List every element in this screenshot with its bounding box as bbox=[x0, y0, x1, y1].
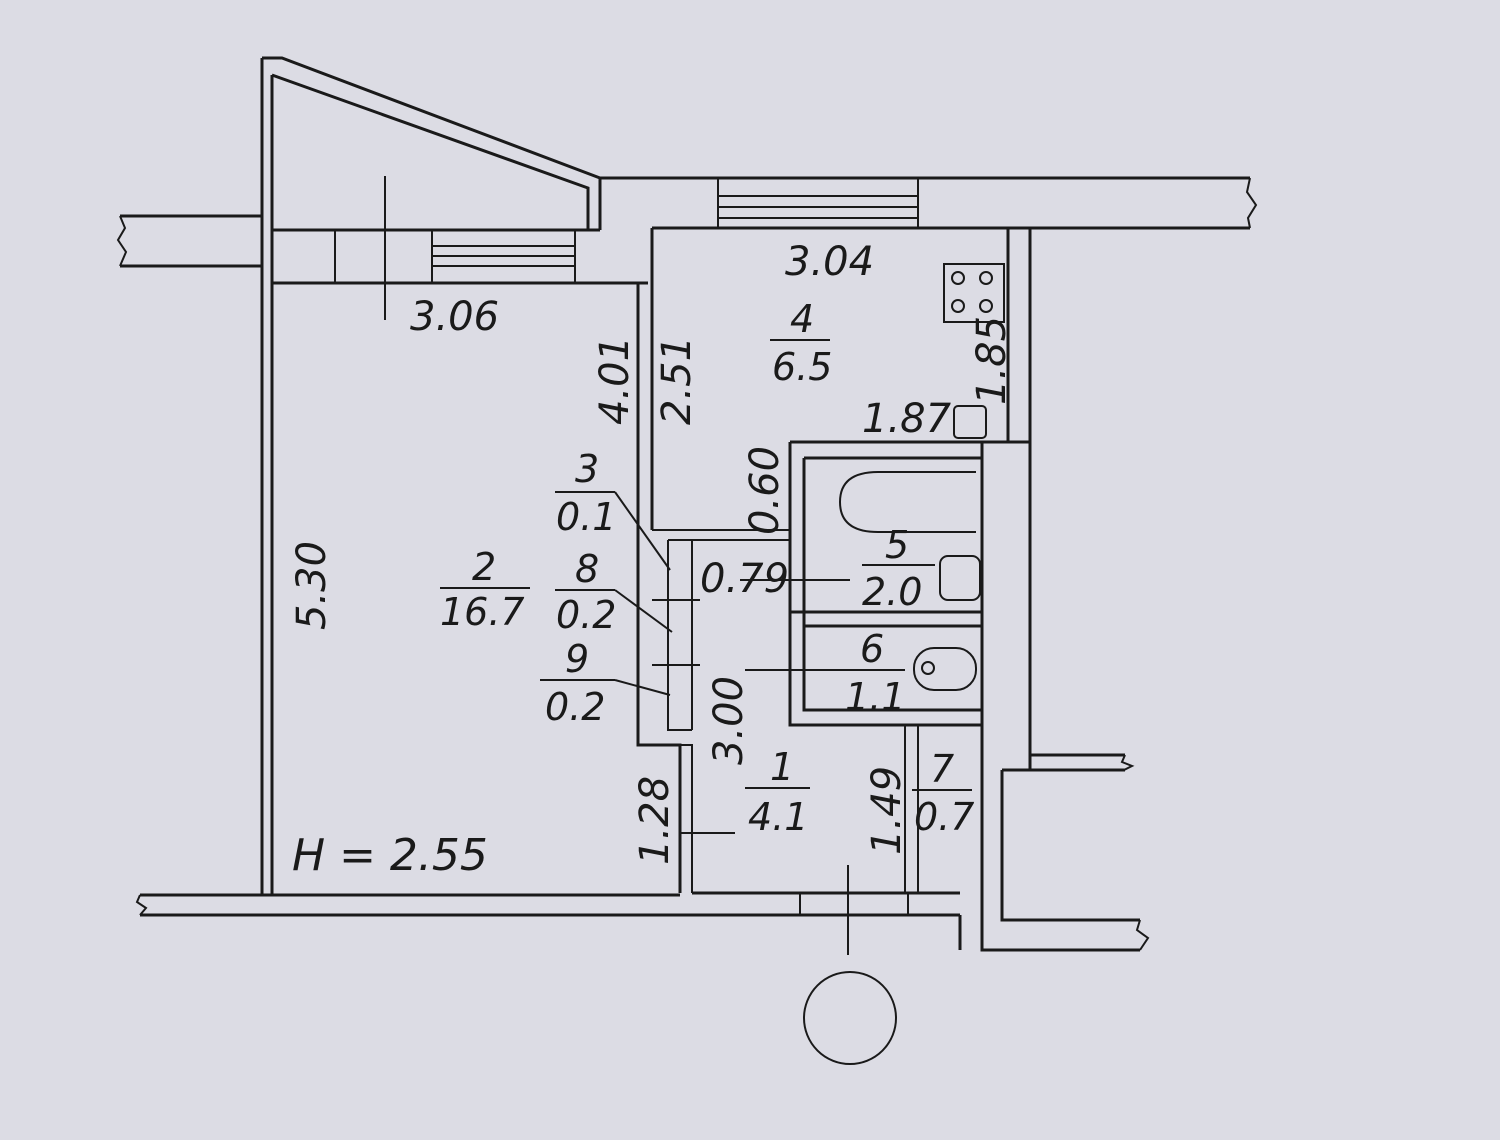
room-labels: 2 16.7 3 0.1 8 0.2 9 0.2 4 6.5 5 2.0 6 1… bbox=[440, 297, 974, 839]
room-8-number: 8 bbox=[575, 547, 599, 591]
dim-room4-length: 2.51 bbox=[654, 336, 700, 425]
dim-hall-length: 3.00 bbox=[706, 676, 752, 765]
room-9-area: 0.2 bbox=[545, 685, 605, 729]
room-3-area: 0.1 bbox=[556, 495, 616, 539]
room-5-number: 5 bbox=[885, 523, 909, 567]
room-6-area: 1.1 bbox=[845, 675, 905, 719]
stove-icon bbox=[943, 263, 1005, 323]
room-9-number: 9 bbox=[565, 637, 589, 681]
dim-corridor-b: 0.79 bbox=[700, 556, 789, 602]
room-7-number: 7 bbox=[930, 747, 954, 791]
dim-room2-length: 5.30 bbox=[289, 541, 335, 630]
bathtub-icon bbox=[838, 471, 976, 533]
room-7-area: 0.7 bbox=[914, 795, 974, 839]
dimension-labels: 3.06 3.04 1.87 5.30 4.01 2.51 1.85 0.60 … bbox=[289, 239, 1015, 881]
washbasin-icon bbox=[939, 555, 981, 601]
dim-kitchen-side: 1.85 bbox=[969, 316, 1015, 405]
room-1-number: 1 bbox=[770, 745, 794, 789]
room-5-area: 2.0 bbox=[862, 570, 922, 614]
room-2-area: 16.7 bbox=[440, 590, 525, 634]
dim-closet-len: 1.49 bbox=[864, 766, 910, 855]
fixtures bbox=[803, 263, 1005, 1065]
room-3-number: 3 bbox=[575, 447, 599, 491]
dim-room2-width: 3.06 bbox=[410, 294, 499, 340]
room-4-number: 4 bbox=[790, 297, 814, 341]
north-circle bbox=[803, 971, 897, 1065]
dim-kitchen-inner: 1.87 bbox=[862, 396, 952, 442]
room-8-area: 0.2 bbox=[556, 593, 616, 637]
ceiling-height: H = 2.55 bbox=[292, 830, 488, 881]
label-bars bbox=[440, 339, 972, 834]
room-1-area: 4.1 bbox=[748, 795, 808, 839]
sink-icon bbox=[953, 405, 987, 439]
toilet-icon bbox=[913, 647, 977, 691]
dim-corridor-a: 0.60 bbox=[742, 446, 788, 535]
room-6-number: 6 bbox=[860, 627, 884, 671]
walls bbox=[116, 56, 1258, 955]
dim-room4-width: 3.04 bbox=[785, 239, 874, 285]
room-4-area: 6.5 bbox=[772, 345, 832, 389]
room-2-number: 2 bbox=[472, 545, 496, 589]
dim-hall-lower: 1.28 bbox=[632, 776, 678, 865]
dim-left-inner: 4.01 bbox=[592, 336, 638, 425]
